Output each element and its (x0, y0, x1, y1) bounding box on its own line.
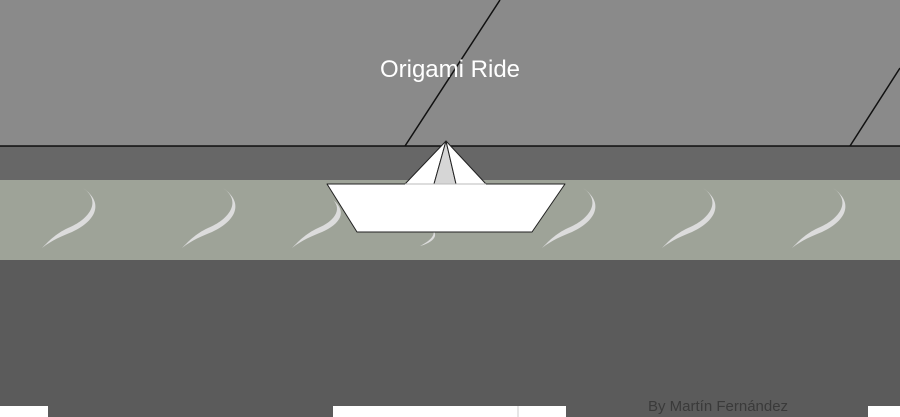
waves-group (42, 188, 846, 248)
wave-swirl-icon (292, 200, 341, 248)
boat-hull (326, 183, 566, 233)
background-wall (0, 0, 900, 146)
wave-swirl-icon (182, 188, 236, 248)
floor-block (868, 406, 900, 417)
floor-block (333, 406, 566, 417)
wave-swirl-icon (662, 188, 716, 248)
game-title: Origami Ride (379, 56, 521, 83)
author-credit: By Martín Fernández (648, 398, 789, 415)
wave-swirl-icon (542, 188, 596, 248)
wall-diagonal-line (404, 0, 501, 147)
wall-diagonal-line (849, 67, 900, 147)
floor-block (0, 406, 48, 417)
wave-swirl-icon (42, 188, 96, 248)
paper-boat-icon (326, 140, 566, 233)
wave-swirl-icon (792, 188, 846, 248)
